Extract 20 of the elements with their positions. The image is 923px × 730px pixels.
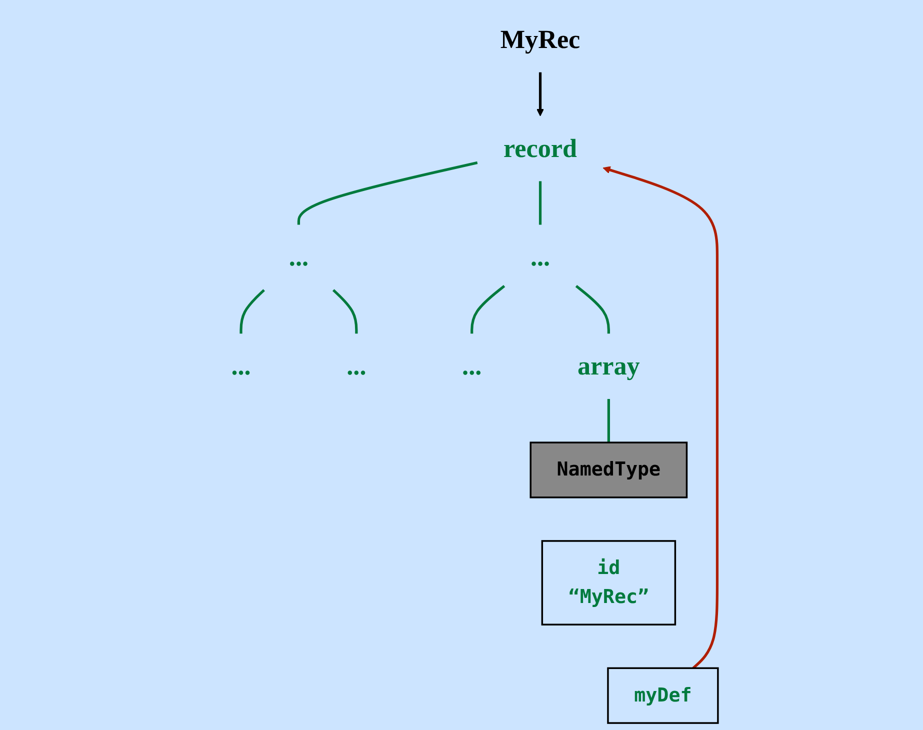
node-box: NamedType xyxy=(530,442,688,498)
connector xyxy=(538,181,542,225)
connector xyxy=(575,285,610,334)
node-text: ... xyxy=(462,352,482,381)
node-text: record xyxy=(504,134,578,163)
connector xyxy=(332,289,358,334)
node-text: ... xyxy=(231,352,251,381)
connector xyxy=(240,289,265,334)
node-box: id “MyRec” xyxy=(541,540,676,626)
connector xyxy=(297,161,478,225)
node-text: ... xyxy=(346,352,366,381)
node-text: MyRec xyxy=(500,25,580,54)
node-text: ... xyxy=(288,243,309,272)
arrow xyxy=(536,72,544,116)
node-text: array xyxy=(577,352,640,381)
arrow xyxy=(602,166,719,670)
node-box: myDef xyxy=(607,667,719,724)
node-text: ... xyxy=(530,243,550,272)
connector xyxy=(470,285,506,334)
connector xyxy=(607,398,610,443)
